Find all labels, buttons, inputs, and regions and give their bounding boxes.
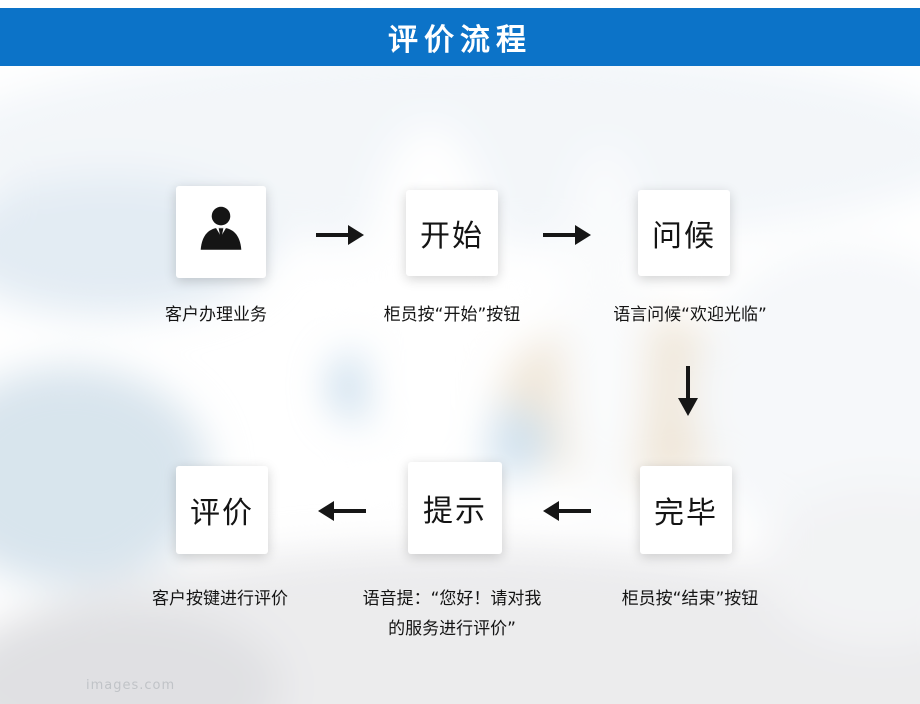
caption-greet: 语言问候“欢迎光临”	[613, 305, 767, 325]
right-arrow-icon	[543, 222, 591, 252]
down-arrow-icon	[675, 366, 701, 420]
page-title: 评价流程	[388, 23, 532, 58]
watermark-left: images.com	[86, 678, 176, 693]
node-label-done: 完毕	[654, 496, 718, 531]
flow-node-greet: 问候	[638, 190, 730, 276]
flow-node-customer	[176, 186, 266, 278]
node-label-prompt: 提示	[423, 494, 487, 529]
right-arrow-icon	[316, 222, 364, 252]
caption-done: 柜员按“结束”按钮	[621, 589, 759, 609]
caption-prompt: 语音提：“您好！请对我 的服务进行评价”	[363, 584, 542, 644]
person-icon	[192, 198, 250, 266]
flow-node-prompt: 提示	[408, 462, 502, 554]
caption-evaluate: 客户按键进行评价	[152, 589, 288, 609]
node-label-start: 开始	[420, 219, 484, 254]
left-arrow-icon	[543, 498, 591, 528]
caption-prompt-line1: 语音提：“您好！请对我	[362, 589, 542, 609]
header-bar: 评价流程	[0, 8, 920, 66]
flow-node-evaluate: 评价	[176, 466, 268, 554]
flow-node-done: 完毕	[640, 466, 732, 554]
caption-customer: 客户办理业务	[165, 305, 267, 325]
left-arrow-icon	[318, 498, 366, 528]
caption-start: 柜员按“开始”按钮	[383, 305, 521, 325]
node-label-greet: 问候	[652, 219, 716, 254]
background-wash	[0, 66, 920, 704]
flow-node-start: 开始	[406, 190, 498, 276]
node-label-evaluate: 评价	[190, 496, 254, 531]
caption-prompt-line2: 的服务进行评价”	[388, 619, 516, 639]
